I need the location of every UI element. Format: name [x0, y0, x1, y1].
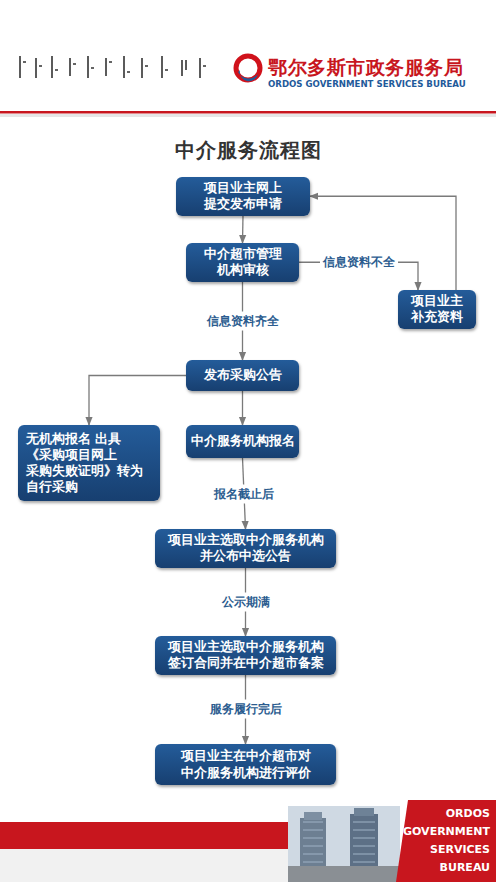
box-text: 无机构报名 出具《采购项目网上 采购失败证明》转为 自行采购 — [26, 431, 152, 496]
building-photo — [288, 806, 400, 882]
flow-connector — [310, 196, 456, 290]
process-box: 中介服务机构报名 — [186, 425, 299, 458]
footer-corner — [396, 800, 496, 882]
box-text: 中介服务机构报名 — [191, 433, 295, 449]
process-box: 项目业主网上 提交发布申请 — [176, 177, 310, 216]
box-text-group: 项目业主在中介超市对 中介服务机构进行评价 — [161, 748, 330, 781]
box-text: 项目业主网上 提交发布申请 — [182, 180, 304, 213]
box-text-group: 无机构报名 出具《采购项目网上 采购失败证明》转为 自行采购 — [26, 431, 152, 496]
flow-connector — [89, 376, 186, 426]
box-text-group: 发布采购公告 — [204, 367, 282, 383]
edge-label: 公示期满 — [219, 592, 273, 611]
process-box: 发布采购公告 — [186, 360, 299, 391]
outcome-box: 无机构报名 出具《采购项目网上 采购失败证明》转为 自行采购 — [18, 425, 160, 501]
bureau-name: 鄂尔多斯市政务服务局 — [268, 55, 463, 81]
box-text: 项目业主选取中介服务机构 签订合同并在中介超市备案 — [161, 639, 330, 672]
process-box: 项目业主在中介超市对 中介服务机构进行评价 — [155, 744, 336, 785]
footer-word: GOVERNMENT — [403, 825, 490, 838]
process-box: 项目业主 补充资料 — [398, 290, 476, 329]
box-text-group: 中介超市管理 机构审核 — [192, 246, 293, 279]
diagram-title: 中介服务流程图 — [0, 137, 496, 164]
edge-label: 信息资料齐全 — [204, 311, 282, 330]
bureau-name-en: ORDOS GOVERNMENT SERVICES BUREAU — [268, 79, 466, 89]
box-text: 中介超市管理 机构审核 — [192, 246, 293, 279]
box-text-group: 项目业主选取中介服务机构 签订合同并在中介超市备案 — [161, 639, 330, 672]
header-rule — [0, 111, 496, 114]
box-text: 发布采购公告 — [204, 367, 282, 383]
process-box: 中介超市管理 机构审核 — [186, 243, 299, 282]
mongolian-script-marks — [20, 56, 206, 78]
box-text-group: 项目业主 补充资料 — [404, 293, 470, 326]
box-text: 项目业主在中介超市对 中介服务机构进行评价 — [161, 748, 330, 781]
header-shadow — [0, 114, 496, 117]
footer-word: ORDOS — [446, 807, 490, 820]
edge-label: 服务履行完后 — [207, 700, 285, 719]
bureau-logo — [236, 56, 260, 81]
flow-connector — [242, 216, 244, 244]
box-text-group: 中介服务机构报名 — [191, 433, 295, 449]
box-text: 项目业主 补充资料 — [404, 293, 470, 326]
edge-label: 报名截止后 — [211, 484, 277, 503]
box-text-group: 项目业主选取中介服务机构 并公布中选公告 — [161, 532, 330, 565]
process-box: 项目业主选取中介服务机构 并公布中选公告 — [155, 529, 336, 568]
process-box: 项目业主选取中介服务机构 签订合同并在中介超市备案 — [155, 636, 336, 675]
box-text: 项目业主选取中介服务机构 并公布中选公告 — [161, 532, 330, 565]
footer-word: BUREAU — [440, 861, 490, 874]
flow-connector — [242, 391, 243, 425]
box-text-group: 项目业主网上 提交发布申请 — [182, 180, 304, 213]
footer-word: SERVICES — [430, 843, 490, 856]
edge-label: 信息资料不全 — [320, 253, 398, 272]
